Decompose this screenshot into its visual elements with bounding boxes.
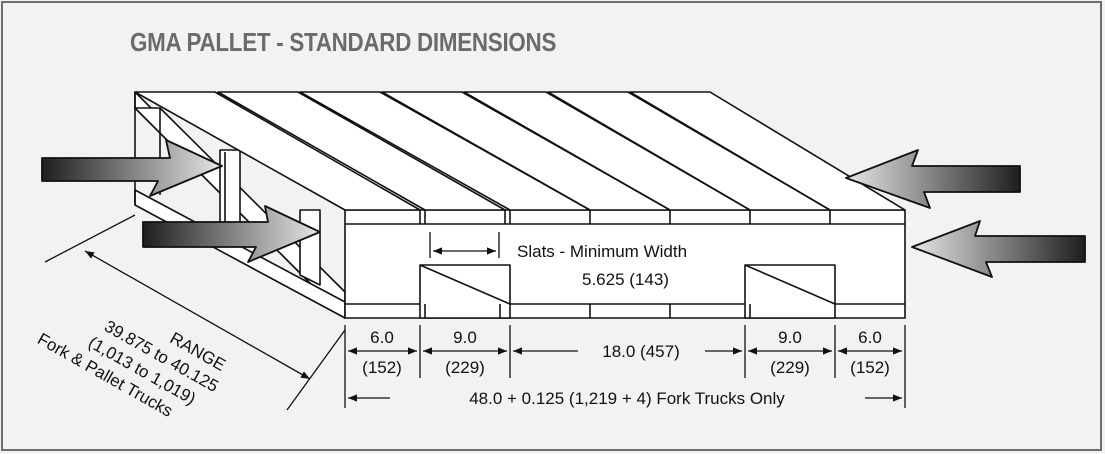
opening-right-inches: 9.0 (778, 328, 802, 347)
range-labels: RANGE 39.875 to 40.125 (1,013 to 1,019) … (34, 317, 229, 421)
fork-entry-arrows (41, 139, 1086, 278)
range-dimension (44, 214, 346, 411)
fork-entry-arrow-icon (142, 205, 321, 263)
fork-opening-right (744, 264, 836, 319)
end-left-inches: 6.0 (370, 328, 394, 347)
opening-left-mm: (229) (445, 358, 485, 377)
bottom-dimensions (344, 325, 906, 408)
fork-entry-arrow-icon (41, 139, 223, 197)
slats-value: 5.625 (143) (582, 270, 669, 289)
fork-entry-arrow-icon (845, 149, 1021, 209)
overall-length: 48.0 + 0.125 (1,219 + 4) Fork Trucks Onl… (469, 389, 785, 408)
end-right-mm: (152) (850, 358, 890, 377)
fork-opening-left (419, 264, 511, 319)
pallet-body (134, 91, 906, 319)
slat-7 (629, 91, 906, 211)
opening-left-inches: 9.0 (453, 328, 477, 347)
end-right-inches: 6.0 (858, 328, 882, 347)
slat-width-dimension (429, 232, 500, 258)
opening-right-mm: (229) (770, 358, 810, 377)
fork-entry-arrow-icon (911, 220, 1086, 278)
end-left-mm: (152) (362, 358, 402, 377)
diagram-title: GMA PALLET - STANDARD DIMENSIONS (130, 27, 557, 57)
center-span: 18.0 (457) (602, 342, 680, 361)
slats-label: Slats - Minimum Width (517, 242, 687, 261)
